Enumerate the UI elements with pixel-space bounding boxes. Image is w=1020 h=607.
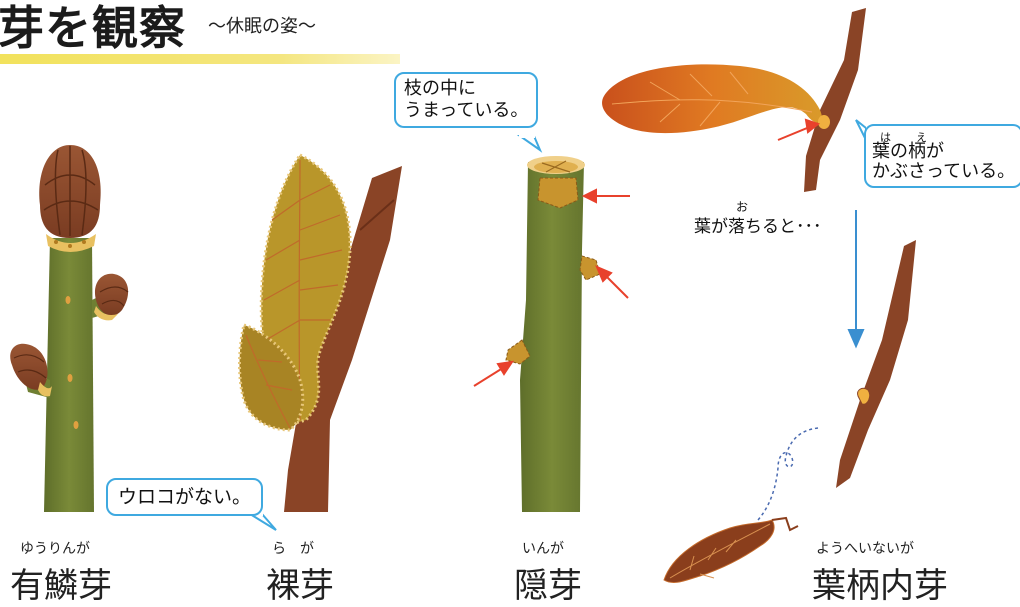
ruby-e: え [916,131,927,144]
callout-petiole-ruby: は え [872,130,1015,144]
bubble-tail-naked [246,513,277,531]
callout-hidden-bud: 枝の中に うまっている。 [394,72,539,128]
scaly-bud-twig [10,145,129,512]
falling-note-ruby: お [736,200,749,214]
title-underline-bar [0,54,400,64]
callout-hidden-line1: 枝の中に [404,78,476,99]
falling-note: 葉が落ちると･･･ [694,217,822,237]
petiole-bud-illustration [602,8,916,583]
naked-bud-twig [238,153,402,512]
petiole-arrow-top [777,118,821,141]
type-ruby-naked: ら が [272,541,314,557]
bubble-tail-hidden [516,135,543,153]
page-subtitle: ～休眠の姿～ [208,16,316,37]
type-ruby-petiole: ようへいないが [816,541,914,557]
blue-down-arrow [847,210,865,349]
ruby-ha: は [880,131,891,144]
callout-naked-text: ウロコがない。 [118,486,252,508]
falling-leaf-path [757,427,819,521]
hidden-bud-twig [473,156,630,512]
callout-petiole-bud: は え 葉の柄が かぶさっている。 [864,124,1020,188]
type-name-scaly: 有鱗芽 [10,566,112,606]
callout-petiole-line1: 葉の柄が [872,141,944,162]
type-name-hidden: 隠芽 [514,566,582,606]
callout-petiole-line2: かぶさっている。 [872,161,1016,182]
hidden-bud-arrows [473,188,630,387]
page-title: 芽を観察 [0,1,186,55]
type-name-naked: 裸芽 [266,566,334,606]
type-name-petiole: 葉柄内芽 [812,566,948,606]
callout-naked-bud: ウロコがない。 [106,478,264,516]
type-ruby-scaly: ゆうりんが [20,541,90,557]
callout-hidden-line2: うまっている。 [404,100,529,121]
type-ruby-hidden: いんが [522,541,564,557]
